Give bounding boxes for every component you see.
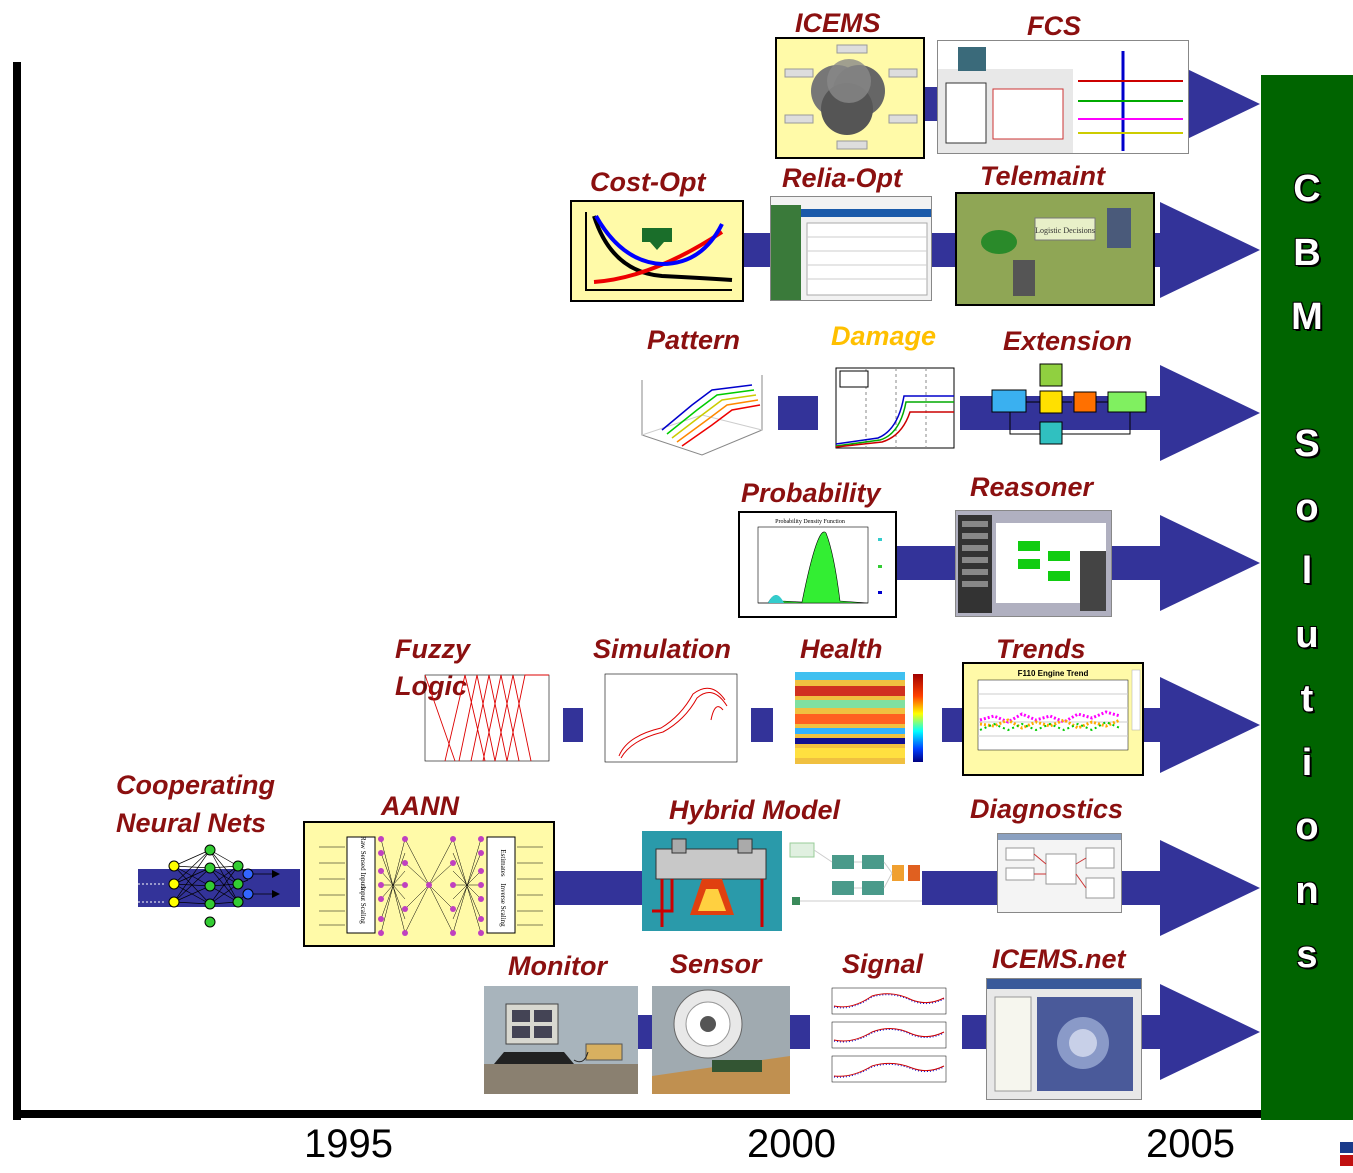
damage-plot-thumbnail bbox=[818, 360, 960, 462]
label-icems-net: ICEMS.net bbox=[992, 944, 1126, 974]
probability-density-title: Probability Density Function bbox=[775, 519, 845, 525]
label-pattern: Pattern bbox=[647, 325, 741, 355]
monitor-photo-thumbnail bbox=[484, 986, 638, 1094]
simulation-plot-thumbnail bbox=[601, 670, 741, 770]
cooperating-neural-nets-graphic bbox=[138, 838, 298, 928]
aann-estimates-label: Estimates bbox=[499, 849, 507, 876]
hybrid-model-block-diagram-thumbnail bbox=[782, 835, 922, 915]
label-signal: Signal bbox=[842, 949, 924, 979]
label-reasoner: Reasoner bbox=[970, 472, 1094, 502]
row7-band bbox=[1140, 1015, 1160, 1049]
row7-band-segment bbox=[790, 1015, 810, 1049]
label-extension: Extension bbox=[1003, 326, 1133, 356]
aann-input-scaling-label: Input Scaling bbox=[359, 886, 367, 924]
aann-raw-label: Raw Sensed Inputs bbox=[359, 836, 367, 890]
row6-band bbox=[922, 871, 998, 905]
cbm-letter: l bbox=[1301, 550, 1313, 592]
logistic-decisions-text: Logistic Decisions bbox=[1035, 226, 1095, 235]
horizontal-axis bbox=[13, 1110, 1261, 1118]
label-monitor: Monitor bbox=[508, 951, 607, 981]
sensor-photo-thumbnail bbox=[652, 986, 790, 1094]
row6-band bbox=[1120, 871, 1160, 905]
cbm-solutions-bar: C B M S o l u t i o n s bbox=[1261, 75, 1353, 1120]
label-fuzzy: Fuzzy bbox=[395, 634, 471, 664]
row7-arrowhead bbox=[1160, 984, 1260, 1080]
label-hybrid-model: Hybrid Model bbox=[669, 795, 841, 825]
diagnostics-thumbnail bbox=[997, 833, 1122, 913]
hybrid-model-engine-thumbnail bbox=[642, 831, 782, 931]
row7-band-segment bbox=[962, 1015, 986, 1049]
row5-band bbox=[1140, 708, 1160, 742]
label-health: Health bbox=[800, 634, 883, 664]
trends-chart-title: F110 Engine Trend bbox=[1018, 669, 1089, 678]
signal-plots-thumbnail bbox=[812, 982, 952, 1094]
cbm-letter: n bbox=[1295, 870, 1319, 912]
fcs-diagram-thumbnail bbox=[937, 40, 1189, 154]
year-2005: 2005 bbox=[1146, 1122, 1235, 1166]
extension-blocks-thumbnail bbox=[990, 362, 1150, 447]
label-damage: Damage bbox=[831, 321, 937, 351]
cbm-letter: M bbox=[1291, 296, 1323, 338]
label-logic: Logic bbox=[395, 671, 467, 701]
row5-band-segment bbox=[751, 708, 773, 742]
telemaint-thumbnail: Logistic Decisions bbox=[955, 192, 1155, 306]
label-probability: Probability bbox=[741, 478, 881, 508]
label-telemaint: Telemaint bbox=[980, 161, 1106, 191]
trends-f110-thumbnail: F110 Engine Trend bbox=[962, 662, 1144, 776]
cbm-letter: o bbox=[1295, 806, 1319, 848]
label-icems: ICEMS bbox=[795, 8, 881, 38]
year-2000: 2000 bbox=[747, 1122, 836, 1166]
row2-arrowhead bbox=[1160, 202, 1260, 298]
cbm-letter: o bbox=[1295, 487, 1319, 529]
year-1995: 1995 bbox=[304, 1122, 393, 1166]
cbm-letter: C bbox=[1293, 168, 1321, 210]
icems-net-screenshot-thumbnail bbox=[986, 978, 1142, 1100]
cbm-letter: t bbox=[1300, 678, 1314, 720]
logo-icon bbox=[1338, 1140, 1353, 1168]
label-diagnostics: Diagnostics bbox=[970, 794, 1124, 824]
probability-density-thumbnail: Probability Density Function bbox=[738, 511, 897, 618]
label-simulation: Simulation bbox=[593, 634, 732, 664]
label-sensor: Sensor bbox=[670, 949, 762, 979]
row6-band bbox=[552, 871, 642, 905]
row5-arrowhead bbox=[1160, 677, 1260, 773]
cbm-letter: u bbox=[1295, 614, 1319, 656]
aann-network-thumbnail: Raw Sensed Inputs Input Scaling Estimate… bbox=[303, 821, 555, 947]
reasoner-thumbnail bbox=[955, 510, 1112, 617]
row5-band-segment bbox=[563, 708, 583, 742]
cbm-letter: B bbox=[1293, 232, 1321, 274]
vertical-axis bbox=[13, 62, 21, 1120]
icems-venn-thumbnail bbox=[775, 37, 925, 159]
label-neural-nets: Neural Nets bbox=[116, 808, 267, 838]
cbm-letter: S bbox=[1294, 423, 1320, 465]
row7-band-segment bbox=[638, 1015, 652, 1049]
row6-arrowhead bbox=[1160, 840, 1260, 936]
cbm-letter: s bbox=[1296, 934, 1318, 976]
health-heatmap-thumbnail bbox=[795, 672, 925, 764]
label-aann: AANN bbox=[381, 791, 459, 821]
pattern-3d-plot-thumbnail bbox=[622, 360, 777, 460]
row4-arrowhead bbox=[1160, 515, 1260, 611]
cost-opt-thumbnail bbox=[570, 200, 744, 302]
fuzzy-logic-membership-thumbnail bbox=[415, 667, 555, 773]
label-relia-opt: Relia-Opt bbox=[782, 163, 903, 193]
label-cost-opt: Cost-Opt bbox=[590, 167, 706, 197]
cbm-letter: i bbox=[1301, 742, 1313, 784]
row3-arrowhead bbox=[1160, 365, 1260, 461]
label-trends: Trends bbox=[996, 634, 1086, 664]
row5-band-segment bbox=[942, 708, 962, 742]
label-fcs: FCS bbox=[1027, 11, 1081, 41]
relia-opt-thumbnail bbox=[770, 196, 932, 301]
aann-inverse-scaling-label: Inverse Scaling bbox=[499, 883, 507, 927]
label-cooperating: Cooperating bbox=[116, 770, 275, 800]
